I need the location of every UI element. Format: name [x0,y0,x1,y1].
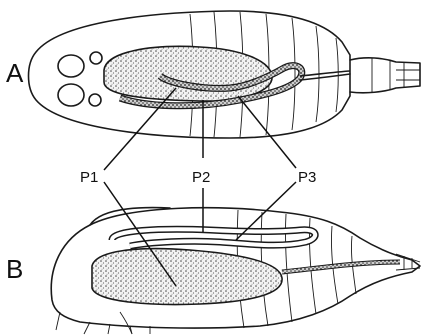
panel-a-p1-sac [104,46,272,101]
part-label-p2: P2 [192,169,210,186]
panel-a-drawing [29,11,421,138]
panel-label-b: B [6,254,23,284]
part-label-p1: P1 [80,169,98,186]
panel-b-p1-sac [92,249,282,305]
panel-b-legs [56,312,150,334]
panel-a-eyes [58,52,102,106]
panel-label-a: A [6,58,24,88]
panel-b-drawing [51,208,420,334]
panel-a-tail [350,58,420,93]
part-label-p3: P3 [298,169,316,186]
